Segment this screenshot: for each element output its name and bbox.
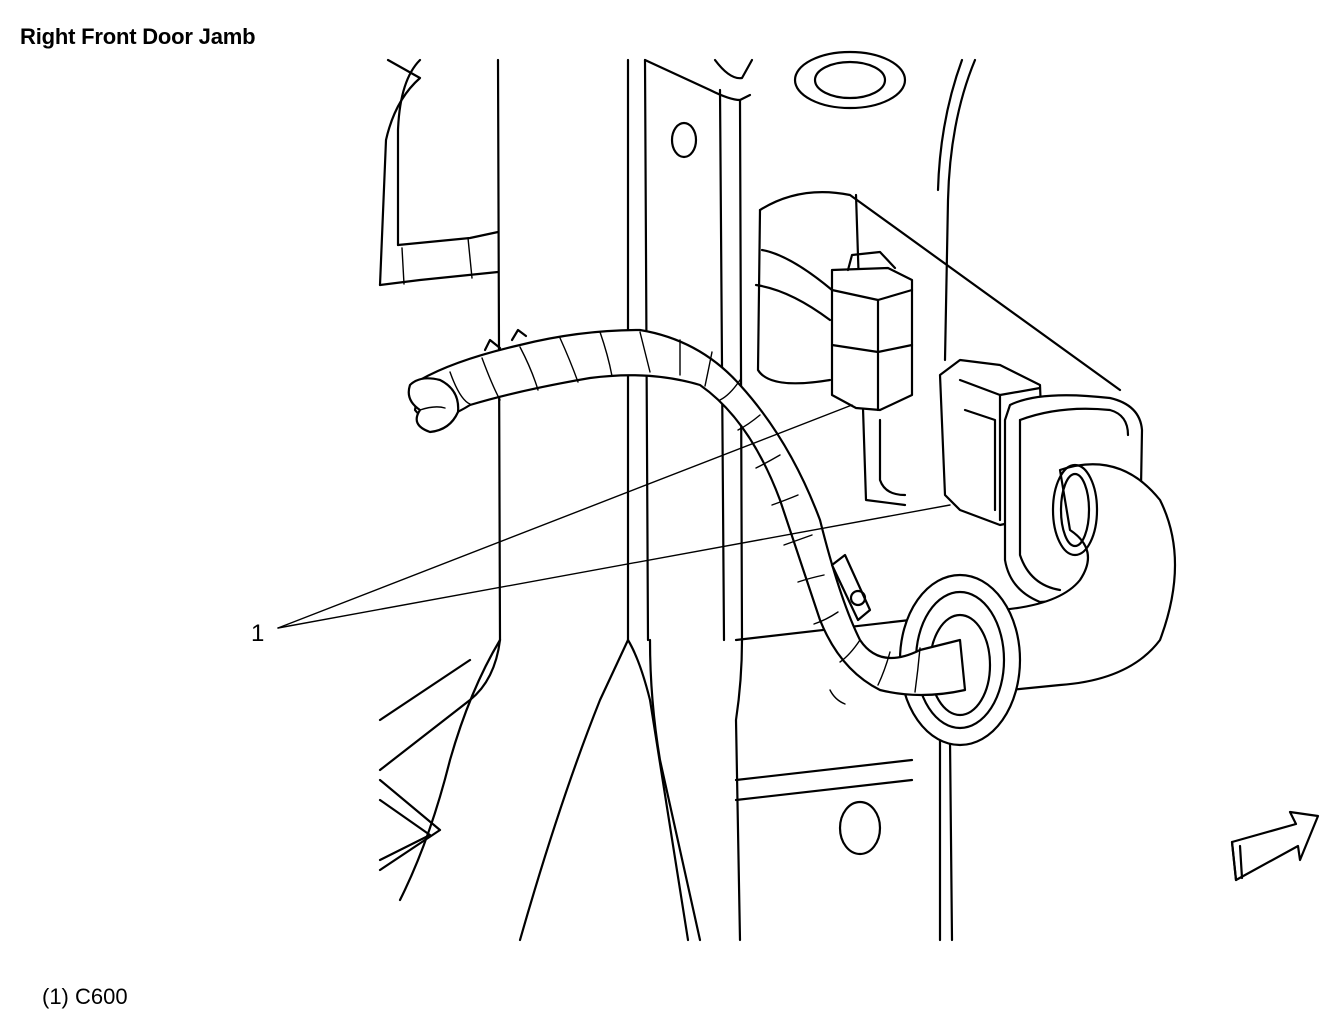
callout-number-1: 1 <box>251 620 265 647</box>
leader-lines <box>277 404 951 629</box>
legend-text: C600 <box>75 984 128 1009</box>
diagram-title: Right Front Door Jamb <box>20 24 256 49</box>
wire-harness <box>407 328 967 697</box>
right-pillar-edge <box>793 50 977 942</box>
harness-boot <box>998 463 1177 692</box>
small-connector <box>754 248 914 412</box>
direction-arrow-icon <box>1230 810 1320 882</box>
b-pillar <box>518 58 914 942</box>
legend-number: (1) <box>42 984 69 1009</box>
left-door-panel <box>378 58 502 902</box>
legend-item-c600: (1) C600 <box>42 984 128 1010</box>
